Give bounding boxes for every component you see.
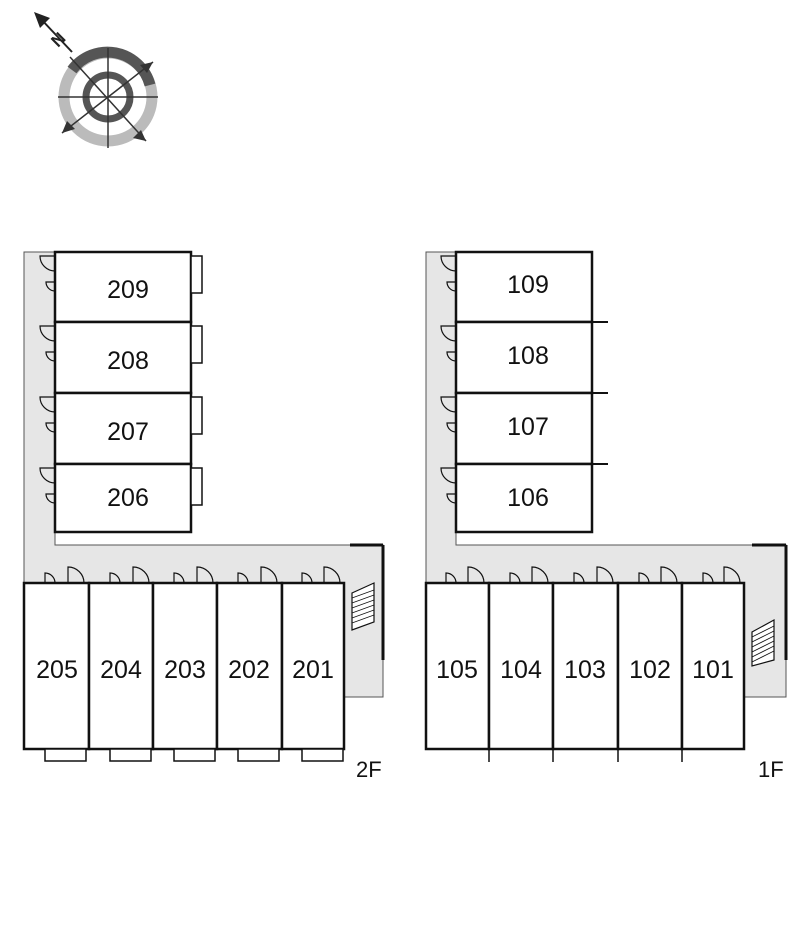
floor-plan-2f: 209 208 207 206 205 204 203 202 201 2F [22, 250, 385, 782]
staircase-icon [751, 618, 775, 667]
compass-rose-icon: N [34, 12, 158, 148]
unit-label: 102 [629, 656, 671, 684]
unit-label: 101 [692, 656, 734, 684]
unit-label: 104 [500, 656, 542, 684]
unit-label: 206 [107, 484, 149, 512]
unit-label: 103 [564, 656, 606, 684]
unit-label: 207 [107, 418, 149, 446]
north-label: N [47, 29, 69, 51]
unit-label: 204 [100, 656, 142, 684]
staircase-icon [351, 582, 375, 631]
unit-label: 203 [164, 656, 206, 684]
unit-label: 208 [107, 347, 149, 375]
unit-label: 106 [507, 484, 549, 512]
unit-label: 202 [228, 656, 270, 684]
unit-label: 205 [36, 656, 78, 684]
unit-label: 109 [507, 271, 549, 299]
unit-label: 107 [507, 413, 549, 441]
floor-plan-1f: 109 108 107 106 105 104 103 102 101 1F [424, 250, 788, 782]
unit-label: 209 [107, 276, 149, 304]
unit-label: 105 [436, 656, 478, 684]
unit-label: 108 [507, 342, 549, 370]
unit-label: 201 [292, 656, 334, 684]
floor-label: 2F [356, 757, 382, 782]
floor-label: 1F [758, 757, 784, 782]
